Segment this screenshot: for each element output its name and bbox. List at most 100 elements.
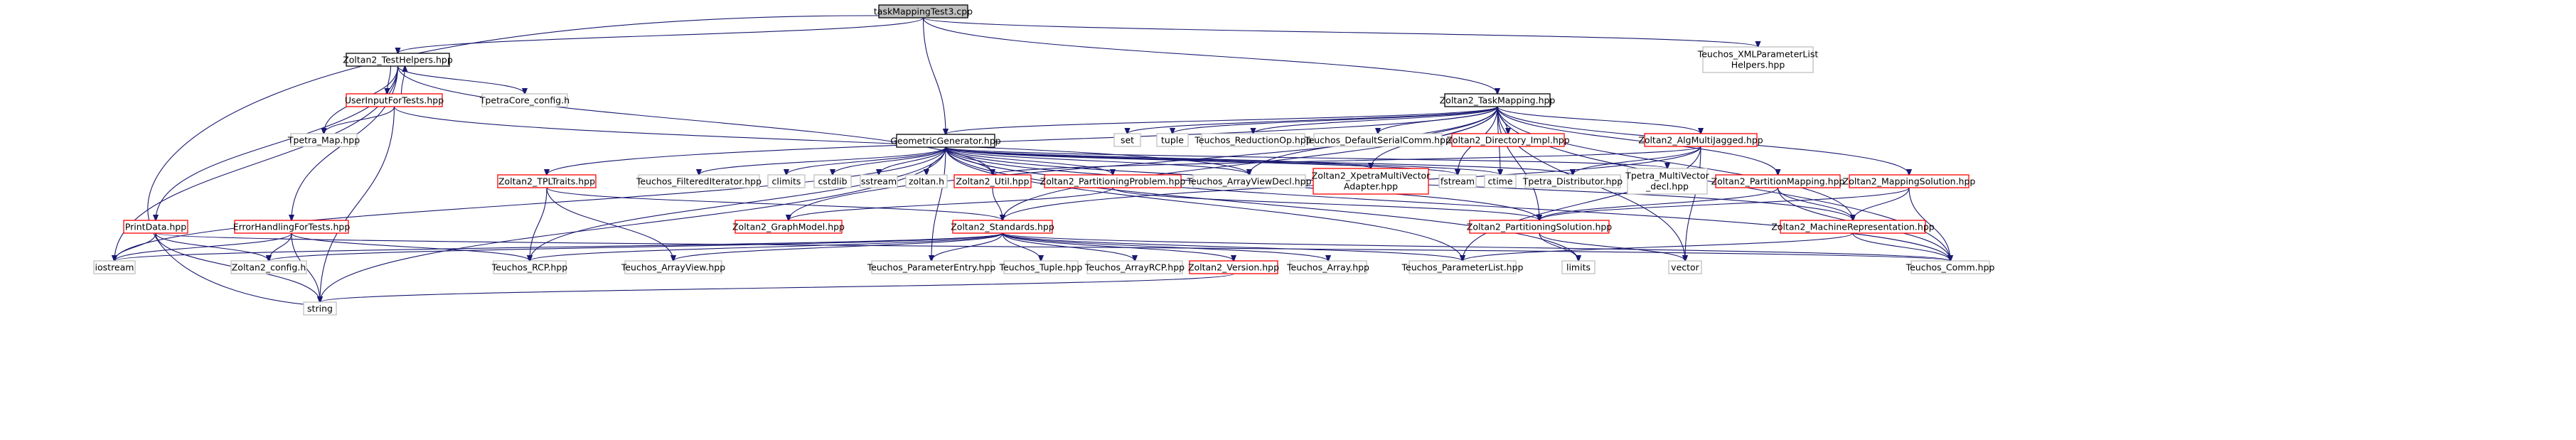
node-box-set <box>1113 133 1141 147</box>
edge-geomgen-to-limits <box>945 146 1578 261</box>
edge-geomgen-to-arrayviewdecl <box>945 146 1249 175</box>
node-fstream[interactable]: fstream <box>1438 174 1477 188</box>
node-paramentry[interactable]: Teuchos_ParameterEntry.hpp <box>867 260 996 274</box>
edge-geomgen-to-paramlist <box>945 146 1463 261</box>
node-label-comm: Teuchos_Comm.hpp <box>1906 262 1995 273</box>
edge-partmapping-to-partsol <box>1539 187 1779 220</box>
edge-standards-to-iostream <box>114 232 1003 261</box>
node-box-tpetradist <box>1524 174 1621 188</box>
node-arrayview[interactable]: Teuchos_ArrayView.hpp <box>621 260 725 274</box>
node-vector[interactable]: vector <box>1668 260 1702 274</box>
node-set[interactable]: set <box>1113 133 1141 147</box>
node-sstream[interactable]: sstream <box>860 174 898 188</box>
edge-taskmapping-to-reductionop <box>1254 106 1498 134</box>
node-paramlist[interactable]: Teuchos_ParameterList.hpp <box>1401 260 1524 274</box>
node-box-zoltanh <box>905 174 948 188</box>
edge-standards-to-comm <box>1002 232 1950 261</box>
node-dirimpl[interactable]: Zoltan2_Directory_Impl.hpp <box>1446 133 1570 147</box>
node-version[interactable]: Zoltan2_Version.hpp <box>1188 260 1279 274</box>
node-box-filterediter <box>638 174 760 188</box>
node-label-tuple: tuple <box>1161 135 1184 146</box>
node-taskmapping[interactable]: Zoltan2_TaskMapping.hpp <box>1440 93 1556 107</box>
node-label-paramentry: Teuchos_ParameterEntry.hpp <box>867 262 996 273</box>
node-filterediter[interactable]: Teuchos_FilteredIterator.hpp <box>636 174 761 188</box>
node-mappingsol[interactable]: Zoltan2_MappingSolution.hpp <box>1843 174 1976 188</box>
node-rcp[interactable]: Teuchos_RCP.hpp <box>491 260 568 274</box>
edge-printdata-to-comm <box>155 232 1950 261</box>
node-machinerep[interactable]: Zoltan2_MachineRepresentation.hpp <box>1771 220 1935 234</box>
node-array[interactable]: Teuchos_Array.hpp <box>1286 260 1369 274</box>
node-box-config <box>230 260 307 274</box>
node-tuple[interactable]: tuple <box>1156 133 1189 147</box>
node-tuplehpp[interactable]: Teuchos_Tuple.hpp <box>999 260 1083 274</box>
edge-root-to-testhelpers <box>398 17 924 53</box>
node-errorhandling[interactable]: ErrorHandlingForTests.hpp <box>233 220 351 234</box>
node-partsol[interactable]: Zoltan2_PartitioningSolution.hpp <box>1467 220 1613 234</box>
node-label-string: string <box>307 304 333 314</box>
node-box-mappingsol <box>1849 174 1970 188</box>
node-tpetramap[interactable]: Tpetra_Map.hpp <box>287 133 360 147</box>
edge-taskmapping-to-partmapping <box>1497 106 1778 175</box>
node-box-fstream <box>1438 174 1477 188</box>
node-box-partsol <box>1469 220 1610 234</box>
edge-userinput-to-string <box>320 106 395 302</box>
node-label-partmapping: Zoltan2_PartitionMapping.hpp <box>1711 176 1845 187</box>
node-tpetradist[interactable]: Tpetra_Distributor.hpp <box>1522 174 1623 188</box>
node-arrayviewdecl[interactable]: Teuchos_ArrayViewDecl.hpp <box>1186 174 1312 188</box>
edge-standards-to-rcp <box>530 232 1003 261</box>
node-string[interactable]: string <box>303 301 337 316</box>
node-box-iostream <box>93 260 136 274</box>
node-config[interactable]: Zoltan2_config.h <box>230 260 307 274</box>
node-zoltanh[interactable]: zoltan.h <box>905 174 948 188</box>
node-label-config: Zoltan2_config.h <box>232 262 306 273</box>
node-util[interactable]: Zoltan2_Util.hpp <box>953 174 1032 188</box>
node-cstdlib[interactable]: cstdlib <box>813 174 852 188</box>
edge-tpltraits-to-arrayview <box>546 187 673 261</box>
node-geomgen[interactable]: GeometricGenerator.hpp <box>890 134 1001 148</box>
node-limits[interactable]: limits <box>1561 260 1596 274</box>
node-tpetracore[interactable]: TpetraCore_config.h <box>479 93 570 107</box>
node-graphmodel[interactable]: Zoltan2_GraphModel.hpp <box>732 220 845 234</box>
node-box-taskmapping <box>1444 93 1551 107</box>
node-label-mappingsol: Zoltan2_MappingSolution.hpp <box>1843 176 1976 187</box>
node-box-vector <box>1668 260 1702 274</box>
node-box-paramlist <box>1409 260 1517 274</box>
node-arrayrcp[interactable]: Teuchos_ArrayRCP.hpp <box>1084 260 1185 274</box>
node-climits[interactable]: climits <box>767 174 806 188</box>
node-label-paramlist: Teuchos_ParameterList.hpp <box>1401 262 1524 273</box>
edge-taskmapping-to-tpltraits <box>547 106 1498 175</box>
node-tpetramv[interactable]: Tpetra_MultiVector_decl.hpp <box>1625 168 1710 195</box>
node-label-geomgen: GeometricGenerator.hpp <box>890 136 1000 146</box>
edge-algmj-to-paramlist <box>1463 146 1701 261</box>
edge-taskmapping-to-machinerep <box>1497 106 1853 220</box>
node-label-tpetramv_l1: Tpetra_MultiVector <box>1625 170 1709 181</box>
node-printdata[interactable]: PrintData.hpp <box>123 220 188 234</box>
edge-partproblem-to-graphmodel <box>789 187 1113 220</box>
node-comm[interactable]: Teuchos_Comm.hpp <box>1906 260 1995 274</box>
node-standards[interactable]: Zoltan2_Standards.hpp <box>951 220 1054 234</box>
node-root[interactable]: taskMappingTest3.cpp <box>874 4 973 18</box>
edge-version-to-string <box>320 273 1234 302</box>
node-iostream[interactable]: iostream <box>93 260 136 274</box>
node-algmj[interactable]: Zoltan2_AlgMultiJagged.hpp <box>1638 133 1763 147</box>
node-ctime[interactable]: ctime <box>1484 174 1517 188</box>
node-reductionop[interactable]: Teuchos_ReductionOp.hpp <box>1194 133 1312 147</box>
node-partproblem[interactable]: Zoltan2_PartitioningProblem.hpp <box>1040 174 1186 188</box>
edge-geomgen-to-climits <box>786 146 946 175</box>
edge-algmj-to-util <box>993 146 1701 175</box>
node-box-version <box>1189 260 1278 274</box>
node-userinput[interactable]: UserInputForTests.hpp <box>345 93 444 107</box>
edge-mappingsol-to-machinerep <box>1853 187 1910 220</box>
node-tpltraits[interactable]: Zoltan2_TPLTraits.hpp <box>497 174 597 188</box>
node-label-arrayrcp: Teuchos_ArrayRCP.hpp <box>1084 262 1185 273</box>
node-defserialcomm[interactable]: Teuchos_DefaultSerialComm.hpp <box>1304 133 1451 147</box>
edge-root-to-teuchos_xml <box>922 17 1758 47</box>
node-partmapping[interactable]: Zoltan2_PartitionMapping.hpp <box>1711 174 1845 188</box>
node-box-standards <box>952 220 1053 234</box>
node-testhelpers[interactable]: Zoltan2_TestHelpers.hpp <box>343 53 453 67</box>
edge-standards-to-array <box>1002 232 1328 261</box>
node-label-partproblem: Zoltan2_PartitioningProblem.hpp <box>1040 176 1186 187</box>
edge-root-to-geomgen <box>922 17 946 134</box>
